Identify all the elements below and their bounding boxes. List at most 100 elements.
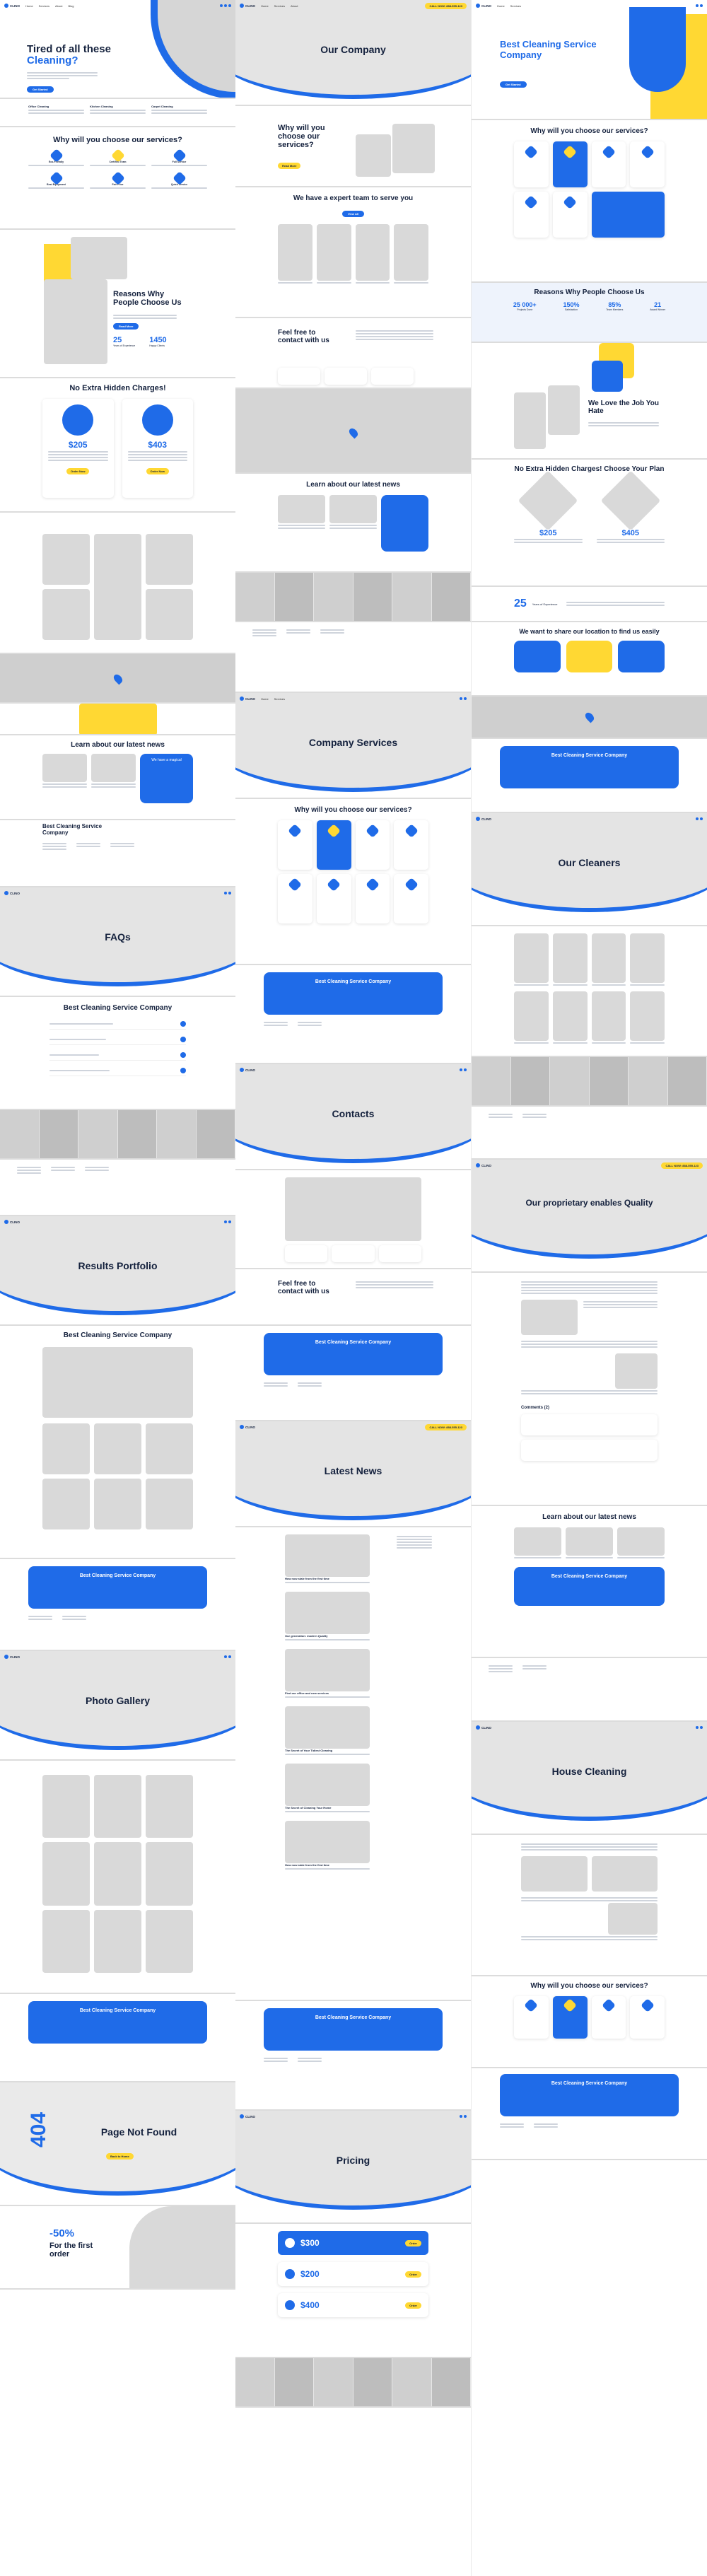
map [235,389,471,474]
plan-price: $300 [300,2238,320,2248]
facebook-icon[interactable] [220,4,223,7]
cta-band: Best Cleaning Service Company [235,1326,471,1421]
faq-item[interactable] [49,1051,186,1061]
faq-item[interactable] [49,1020,186,1030]
service-item[interactable]: Best Equipment [28,170,84,190]
page-home-hero: CLINO Home Services About Blog Tired of … [0,0,235,99]
cta-band: Best Cleaning Service Company [235,2001,471,2111]
faq-item[interactable] [49,1067,186,1076]
post[interactable]: The Secret of Your Tidiest Cleaning [285,1706,370,1756]
instagram-icon[interactable] [228,4,231,7]
news-promo[interactable]: We have a magical [140,753,193,803]
house-title: House Cleaning [551,1766,627,1777]
post[interactable]: How now stale from the first time [285,1534,370,1585]
post[interactable]: The Secret of Cleaning Your Home [285,1764,370,1814]
map-strip [472,697,707,739]
call-button[interactable]: CALL NOW: 888-555-123 [425,2,467,9]
team-button[interactable]: View All [341,210,365,217]
photo-strip [472,1057,707,1107]
service-card[interactable] [394,820,428,870]
cta-band: Best Cleaning Service Company [0,1559,235,1651]
comment [521,1440,658,1461]
reasons-section: Reasons Why People Choose Us Read More 2… [0,230,235,378]
why-button[interactable]: Read More [278,163,301,169]
service-card-active[interactable] [316,820,351,870]
love-section: We Love the Job You Hate [472,343,707,460]
service-item[interactable]: Eco-Friendly [28,148,84,168]
hero-button[interactable]: Get Started [500,81,527,88]
call-button[interactable]: CALL NOW: 888-555-123 [425,1423,467,1430]
service-card[interactable] [394,873,428,923]
photo-strip [235,2358,471,2408]
service-card[interactable] [355,873,390,923]
price-value: $403 [148,439,168,450]
service-card[interactable] [316,873,351,923]
post[interactable]: Find our office and new services [285,1649,370,1699]
twitter-icon[interactable] [224,4,227,7]
location-card[interactable] [618,641,665,673]
nav-services[interactable]: Services [38,4,50,8]
email-card[interactable] [325,368,367,385]
stat-label: Projects Done [517,308,533,311]
stat-number: 25 000+ [513,301,537,308]
call-button[interactable]: CALL NOW: 888-555-123 [661,1162,703,1169]
map-strip [0,654,235,704]
hero-arc [235,1064,471,1163]
hero-button[interactable]: Get Started [27,86,54,93]
promo-section: -50% For the first order [0,2206,235,2290]
why-section: Why will you choose our services? Read M… [235,106,471,187]
reasons-button[interactable]: Read More [113,323,139,330]
map-pin-icon [112,672,124,685]
cta-band-title: Best Cleaning Service Company [514,1566,665,1606]
phone-card[interactable] [278,368,320,385]
news-promo-card[interactable] [381,494,428,552]
address-card[interactable] [371,368,414,385]
price-button[interactable]: Order Now [66,467,90,474]
footer [472,1107,707,1160]
photo-strip [0,1110,235,1160]
comments-title: Comments (2) [521,1406,550,1410]
post-title: Our generation: modern Quality [285,1634,328,1638]
nav-home[interactable]: Home [25,4,33,8]
navbar: CLINO [472,813,707,824]
price-value: $405 [621,528,639,537]
reasons-stats: Reasons Why People Choose Us 25 000+Proj… [472,283,707,343]
service-card[interactable] [278,820,312,870]
why-section: Why will you choose our services? Eco-Fr… [0,127,235,230]
hero-arc [235,0,471,99]
service-item[interactable]: Fair Price [90,170,146,190]
back-home-button[interactable]: Back to Home [106,2153,134,2160]
service-card[interactable] [278,873,312,923]
location-card[interactable] [514,641,561,673]
love-title: We Love the Job You Hate [588,400,660,415]
post[interactable]: How now stale from the first time [285,1821,370,1871]
news-title: Learn about our latest news [71,741,165,749]
nav-about[interactable]: About [55,4,63,8]
map-pin-icon [583,711,595,723]
location-card[interactable] [566,641,613,673]
footer-2 [0,1160,235,1216]
post[interactable]: Our generation: modern Quality [285,1592,370,1642]
house-body [472,1835,707,1976]
service-item[interactable]: Full Service [151,148,207,168]
faq-item[interactable] [49,1036,186,1045]
price-button[interactable]: Order Now [146,467,169,474]
photo-strip [235,573,471,622]
logo-text: CLINO [10,4,20,8]
service-card[interactable] [355,820,390,870]
why-section-2: Why will you choose our services? [472,1976,707,2068]
portfolio-grid: Best Cleaning Service Company [0,1326,235,1559]
logo[interactable]: CLINO [4,4,20,8]
service-item[interactable]: Quick Service [151,170,207,190]
service-item[interactable]: Certified Team [90,148,146,168]
years-label: Years of Experience [532,602,558,606]
nav-blog[interactable]: Blog [68,4,74,8]
hero-arc [0,1216,235,1315]
news-title: Learn about our latest news [306,481,400,489]
